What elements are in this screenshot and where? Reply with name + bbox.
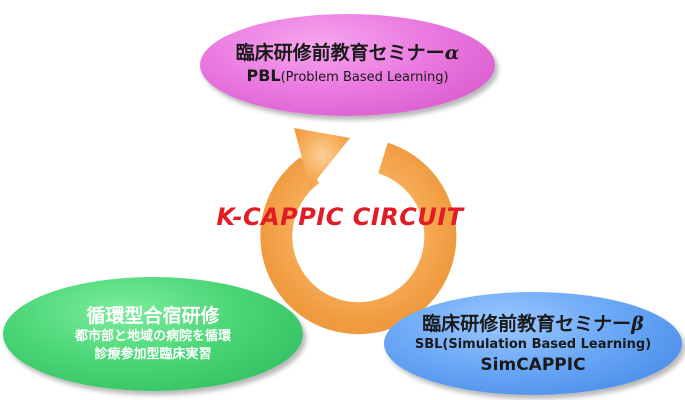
node-sbl-seminar-beta: 臨床研修前教育セミナーβ SBL(Simulation Based Learni…: [384, 292, 682, 395]
node-top-full: (Problem Based Learning): [280, 70, 449, 85]
cycle-ring: [260, 142, 457, 335]
node-left-line2: 診療参加型臨床実習: [94, 347, 212, 362]
node-right-title-row: 臨床研修前教育セミナーβ: [422, 312, 644, 336]
node-circulation-training: 循環型合宿研修 都市部と地域の病院を循環 診療参加型臨床実習: [3, 277, 303, 391]
node-right-line1: SBL(Simulation Based Learning): [414, 336, 652, 352]
node-right-greek: β: [631, 312, 644, 335]
node-left-line1: 都市部と地域の病院を循環: [74, 329, 231, 344]
node-top-title-row: 臨床研修前教育セミナーα: [236, 41, 460, 65]
node-top-abbr: PBL: [246, 66, 281, 85]
node-top-subtitle-row: PBL(Problem Based Learning): [246, 65, 448, 89]
node-right-title: 臨床研修前教育セミナー: [422, 312, 632, 335]
node-left-title: 循環型合宿研修: [86, 305, 220, 327]
node-top-title: 臨床研修前教育セミナー: [235, 42, 445, 64]
center-title: K-CAPPIC CIRCUIT: [216, 203, 464, 231]
node-top-greek: α: [444, 42, 460, 64]
cycle-arrowhead: [294, 128, 350, 188]
node-pbl-seminar-alpha: 臨床研修前教育セミナーα PBL(Problem Based Learning): [200, 14, 495, 116]
node-right-line2: SimCAPPIC: [480, 354, 586, 375]
